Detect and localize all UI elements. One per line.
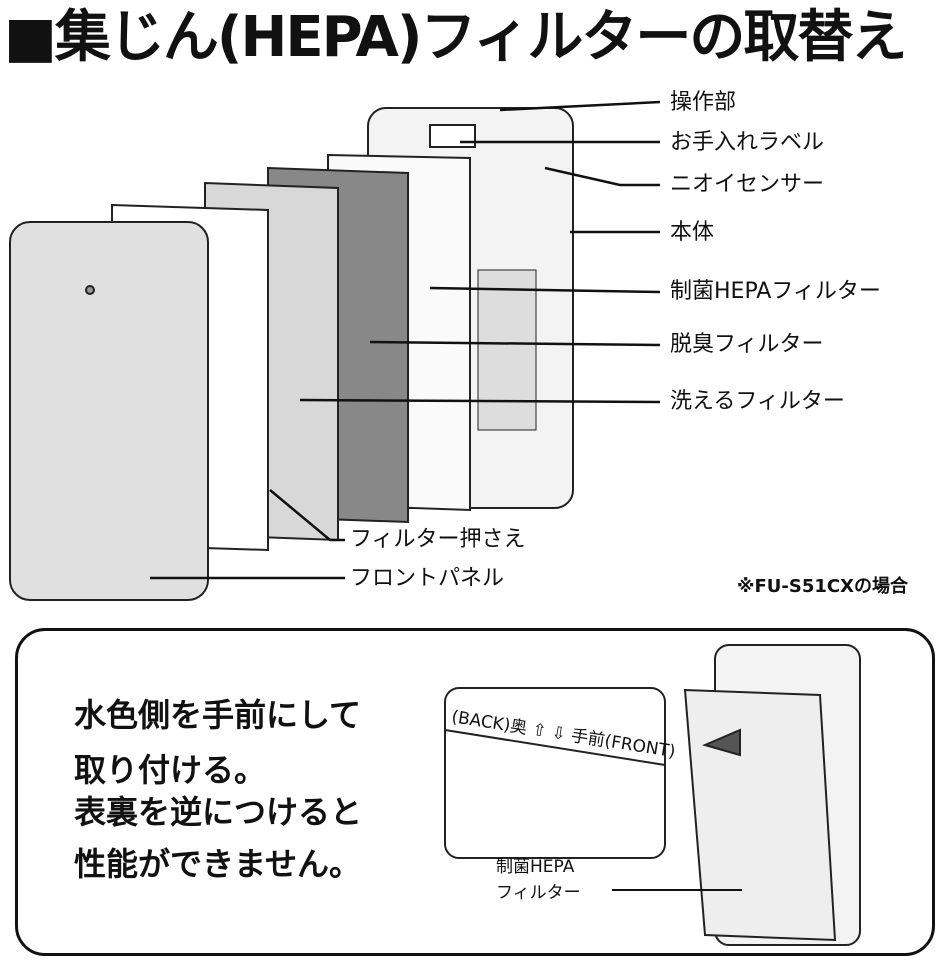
installation-illustration <box>444 644 861 946</box>
label-hepa: 制菌HEPAフィルター <box>670 279 881 304</box>
label-control: 操作部 <box>670 90 737 115</box>
bottom-label-hepa: 制菌HEPA <box>496 857 575 877</box>
label-body: 本体 <box>670 220 715 245</box>
page-title: ■集じん(HEPA)フィルターの取替え <box>4 5 907 70</box>
label-front-panel: フロントパネル <box>350 566 505 591</box>
leader-lines <box>150 100 661 580</box>
instruction-line: 取り付ける。 <box>74 751 267 789</box>
instruction-line: 性能ができません。 <box>74 845 362 883</box>
label-washable: 洗えるフィルター <box>670 389 845 414</box>
instruction-box <box>15 628 935 956</box>
model-note: ※FU-S51CXの場合 <box>737 576 908 597</box>
label-odor-sensor: ニオイセンサー <box>670 172 825 197</box>
arrow-down-icon: ⇩ <box>550 722 568 745</box>
exploded-diagram <box>9 100 661 601</box>
bottom-leader-line <box>612 889 742 891</box>
arrow-up-icon: ⇧ <box>530 719 548 742</box>
label-deodorizing: 脱臭フィルター <box>670 332 824 357</box>
instruction-line: 水色側を手前にして <box>74 696 362 734</box>
instruction-line: 表裏を逆につけると <box>74 793 363 831</box>
bottom-label-filter: フィルター <box>496 883 581 903</box>
label-holder: フィルター押さえ <box>350 527 526 552</box>
front-panel <box>9 221 209 601</box>
label-care: お手入れラベル <box>670 130 825 155</box>
